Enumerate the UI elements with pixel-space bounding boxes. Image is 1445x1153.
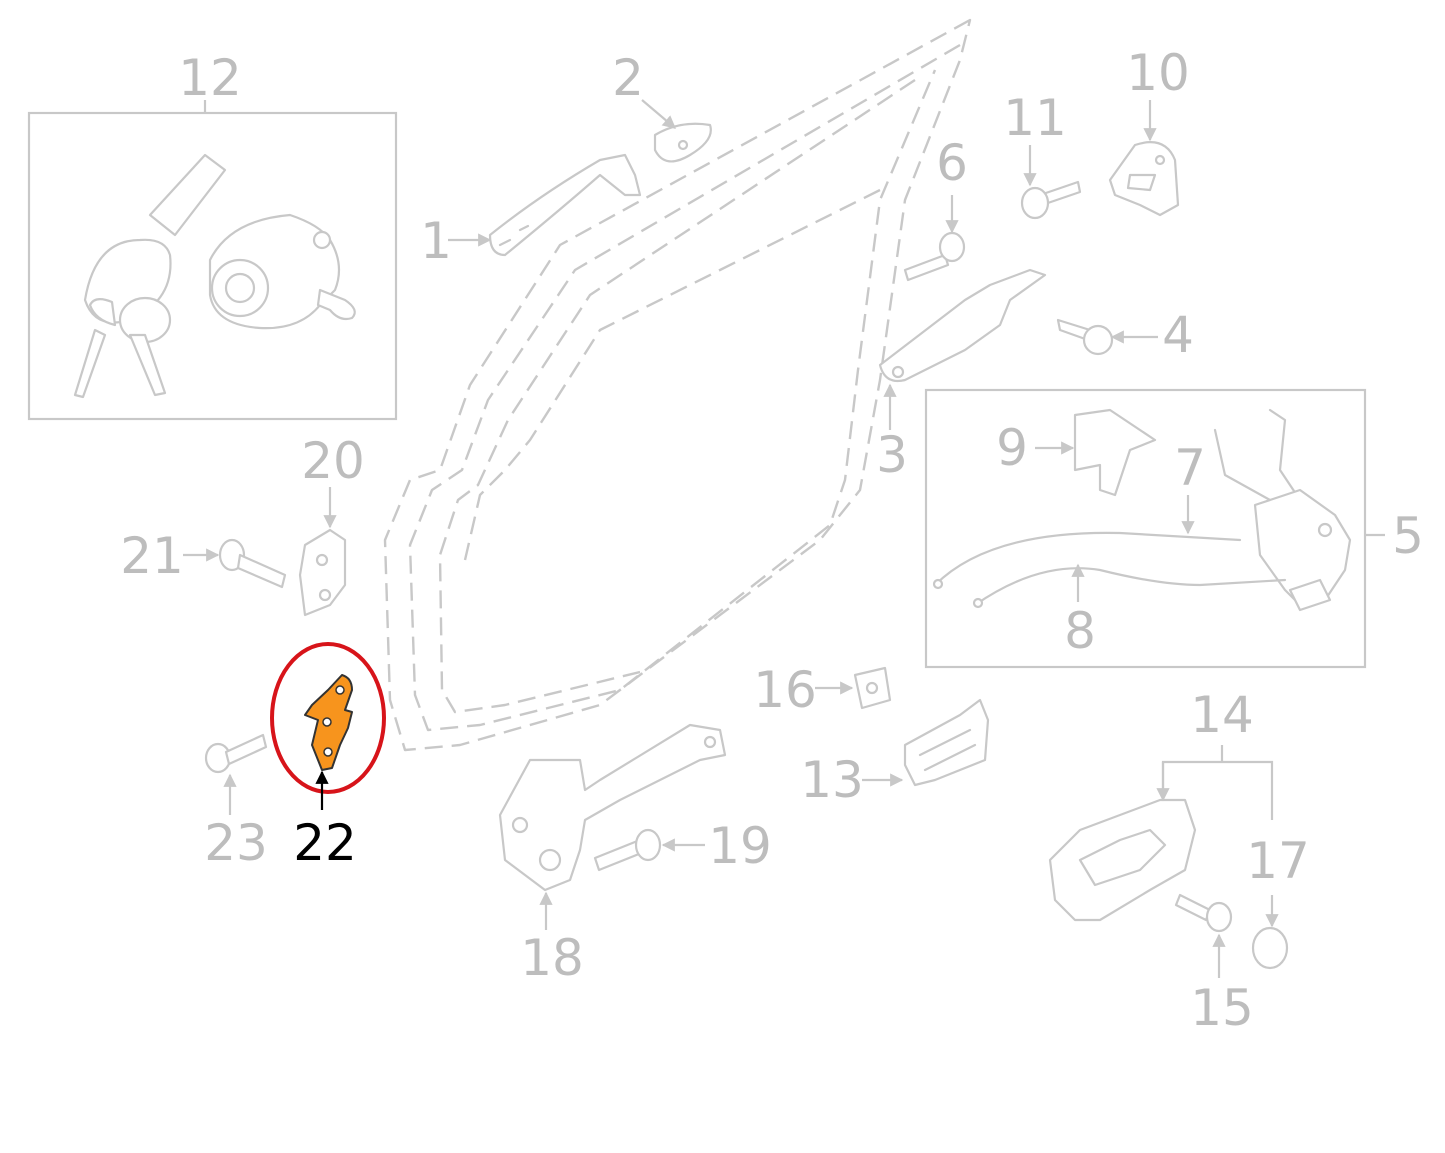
- callout-20[interactable]: 20: [301, 432, 365, 490]
- bolt-part-21: [218, 538, 287, 589]
- callout-16[interactable]: 16: [753, 661, 817, 719]
- part-22-hole-bottom: [323, 747, 333, 757]
- callout-23[interactable]: 23: [204, 814, 268, 872]
- clip-part-16: [853, 666, 892, 710]
- inner-handle-base-part-13: [903, 698, 990, 787]
- hinge-part-20: [298, 528, 347, 617]
- highlight-ring: [270, 642, 386, 794]
- leader-lines: [183, 99, 1279, 978]
- callout-15[interactable]: 15: [1190, 979, 1254, 1037]
- bolt-part-19: [593, 828, 662, 872]
- door-outline: [383, 18, 972, 752]
- callout-18[interactable]: 18: [520, 929, 584, 987]
- group-box-12: [27, 111, 398, 421]
- door-checker-part-18: [498, 723, 727, 892]
- bolt-part-11: [1020, 180, 1082, 220]
- callout-22[interactable]: 22: [293, 814, 357, 872]
- cable-parts-7-8: [932, 531, 1287, 609]
- door-latch-part: [1213, 408, 1352, 612]
- group-5-latch-assembly: [924, 388, 1385, 669]
- callout-5[interactable]: 5: [1392, 507, 1424, 565]
- callout-7[interactable]: 7: [1174, 439, 1206, 497]
- callout-12[interactable]: 12: [178, 49, 242, 107]
- bolt-part-23: [204, 733, 268, 774]
- lock-cylinder-part: [208, 213, 356, 330]
- callout-8[interactable]: 8: [1064, 602, 1096, 660]
- inner-handle-part-14: [1048, 798, 1197, 922]
- group-box-5: [924, 388, 1367, 669]
- callout-6[interactable]: 6: [936, 134, 968, 192]
- callout-21[interactable]: 21: [120, 527, 184, 585]
- cover-part-9: [1073, 408, 1157, 497]
- callout-17[interactable]: 17: [1246, 832, 1310, 890]
- callout-9[interactable]: 9: [996, 419, 1028, 477]
- bolt-part-6: [903, 231, 966, 282]
- cap-part-17: [1251, 926, 1289, 970]
- callout-2[interactable]: 2: [612, 49, 644, 107]
- handle-bracket-part: [878, 268, 1047, 383]
- callout-4[interactable]: 4: [1162, 306, 1194, 364]
- callout-11[interactable]: 11: [1003, 89, 1067, 147]
- part-22-hole-middle: [322, 717, 332, 727]
- highlighted-part-22[interactable]: [270, 642, 386, 794]
- outer-handle-part: [488, 153, 642, 257]
- callout-1[interactable]: 1: [420, 212, 452, 270]
- callout-19[interactable]: 19: [708, 817, 772, 875]
- key-set-part: [73, 153, 227, 399]
- callout-13[interactable]: 13: [800, 751, 864, 809]
- callout-10[interactable]: 10: [1126, 44, 1190, 102]
- callout-labels: 1 2 3 4 5 6 7 8 9 10 11 12 13 14 15 16 1…: [120, 44, 1424, 1037]
- callout-14[interactable]: 14: [1190, 686, 1254, 744]
- callout-3[interactable]: 3: [876, 426, 908, 484]
- part-22-hole-top: [335, 685, 345, 695]
- screw-part-15: [1174, 893, 1233, 933]
- striker-part-10: [1108, 141, 1180, 217]
- bolt-part-4: [1056, 318, 1114, 356]
- group-12-key-cylinder: [27, 100, 398, 421]
- handle-cap-part: [653, 122, 712, 163]
